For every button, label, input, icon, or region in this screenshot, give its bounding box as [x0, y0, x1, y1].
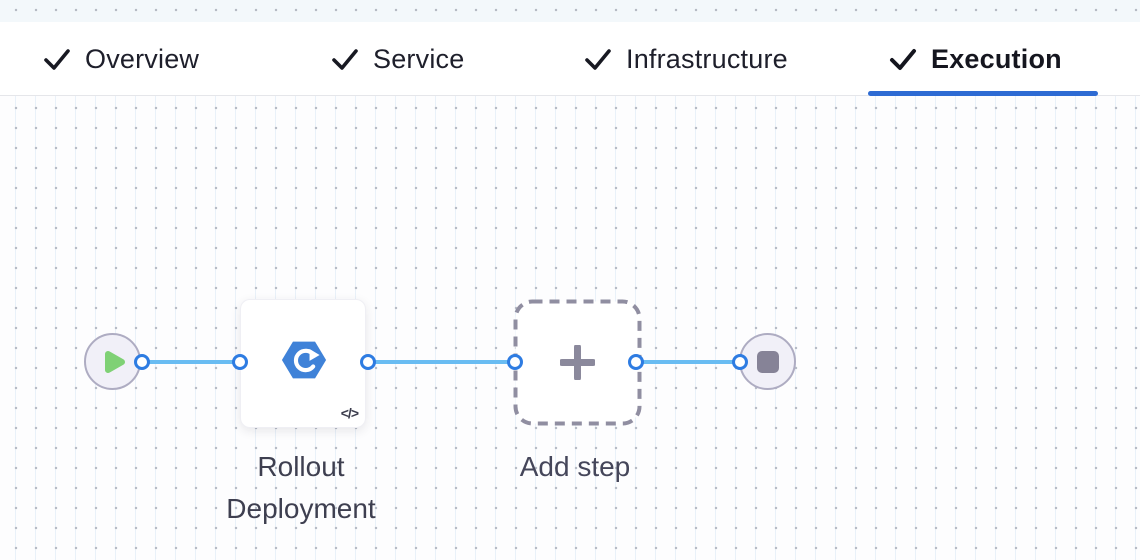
tab-infrastructure-label: Infrastructure — [626, 43, 788, 74]
k8s-rollout-icon — [281, 341, 327, 379]
connector-step-to-addstep — [368, 360, 515, 364]
stage-config-tabbar: Overview Service Infrastructure Executio… — [0, 22, 1140, 96]
play-icon — [105, 350, 125, 373]
add-step-node[interactable] — [513, 299, 642, 426]
check-icon — [585, 49, 611, 70]
start-node[interactable] — [84, 333, 141, 390]
tab-infrastructure[interactable]: Infrastructure — [583, 22, 788, 96]
connector-port[interactable] — [732, 354, 748, 370]
connector-start-to-step — [142, 360, 240, 364]
tab-overview-label: Overview — [85, 43, 200, 74]
connector-port[interactable] — [134, 354, 150, 370]
tab-execution-label: Execution — [931, 43, 1062, 74]
connector-port[interactable] — [628, 354, 644, 370]
check-icon — [890, 49, 916, 70]
tab-service-label: Service — [373, 43, 465, 74]
top-dotted-strip — [0, 0, 1140, 22]
execution-graph-canvas[interactable]: </> Rollout Deployment Add step — [0, 96, 1140, 560]
check-icon — [332, 49, 358, 70]
connector-port[interactable] — [360, 354, 376, 370]
step-label: Rollout Deployment — [226, 451, 376, 524]
tab-service[interactable]: Service — [330, 22, 464, 96]
check-icon — [44, 49, 70, 70]
tab-execution[interactable]: Execution — [888, 22, 1062, 96]
code-icon[interactable]: </> — [340, 405, 359, 421]
step-rollout-deployment[interactable]: </> — [240, 299, 366, 428]
connector-port[interactable] — [507, 354, 523, 370]
stop-icon — [756, 350, 779, 373]
connector-port[interactable] — [232, 354, 248, 370]
tab-overview[interactable]: Overview — [42, 22, 199, 96]
plus-icon — [560, 345, 595, 380]
active-tab-underline — [868, 91, 1098, 96]
add-step-label[interactable]: Add step — [519, 451, 631, 482]
connector-addstep-to-end — [636, 360, 740, 364]
